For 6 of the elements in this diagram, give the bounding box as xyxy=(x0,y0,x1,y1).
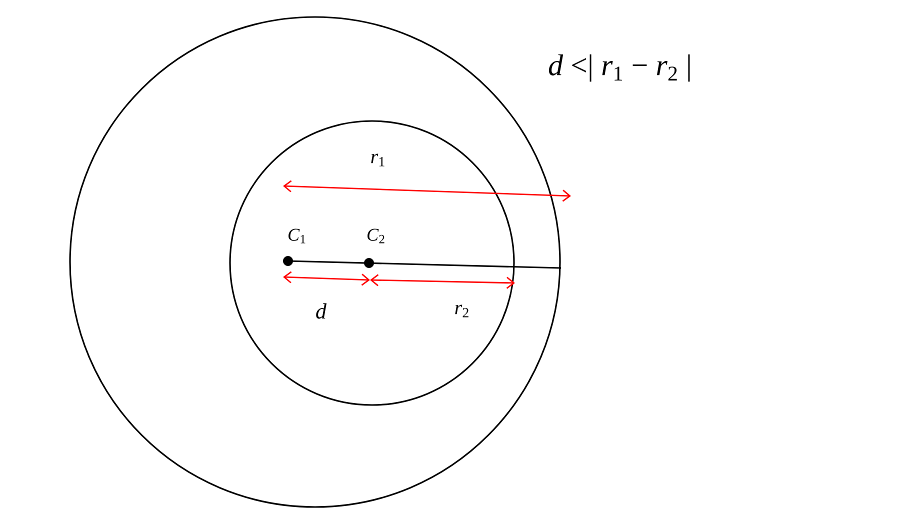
point-label: C$_{2}$ xyxy=(368,228,384,244)
length-label: r$_{2}$ xyxy=(455,304,468,318)
point-label: C$_{1}$ xyxy=(288,228,306,244)
formula-label: d <| r$_{1}$ − r$_{2}$ | xyxy=(548,54,690,82)
length-label: d xyxy=(316,303,327,319)
length-label: r$_{1}$ xyxy=(371,154,384,166)
